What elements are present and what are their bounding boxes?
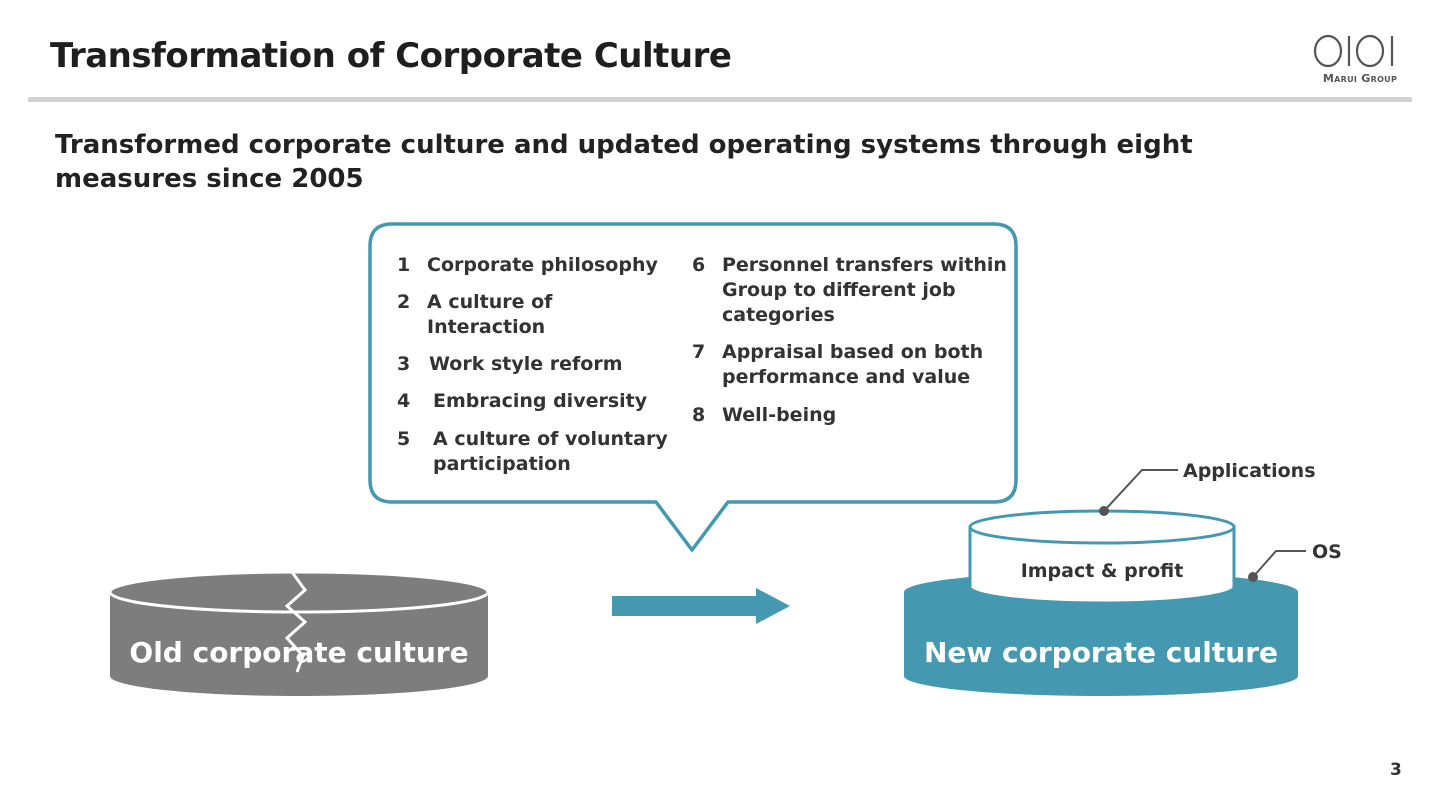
os-dot xyxy=(1248,572,1258,582)
old-culture-disk xyxy=(108,570,490,696)
applications-label: Applications xyxy=(1183,460,1316,482)
page-number: 3 xyxy=(1390,760,1402,780)
measures-speech-bubble xyxy=(368,222,1018,552)
transform-arrow xyxy=(612,588,790,624)
impact-profit-label: Impact & profit xyxy=(1020,560,1184,582)
slide-subtitle: Transformed corporate culture and update… xyxy=(55,130,1193,194)
os-label: OS xyxy=(1312,541,1342,563)
applications-dot xyxy=(1099,506,1109,516)
new-culture-label: New corporate culture xyxy=(923,636,1279,669)
slide-title: Transformation of Corporate Culture xyxy=(50,36,732,76)
crack-line xyxy=(284,571,308,673)
oioi-logo-icon xyxy=(1313,34,1394,68)
logo-text: Marui Group xyxy=(1322,72,1398,85)
marui-group-logo: Marui Group xyxy=(1312,34,1408,86)
old-culture-label: Old corporate culture xyxy=(129,636,469,669)
impact-profit-disk xyxy=(968,509,1236,605)
applications-leader xyxy=(1103,469,1178,512)
title-divider xyxy=(28,97,1412,102)
os-leader xyxy=(1252,550,1306,578)
